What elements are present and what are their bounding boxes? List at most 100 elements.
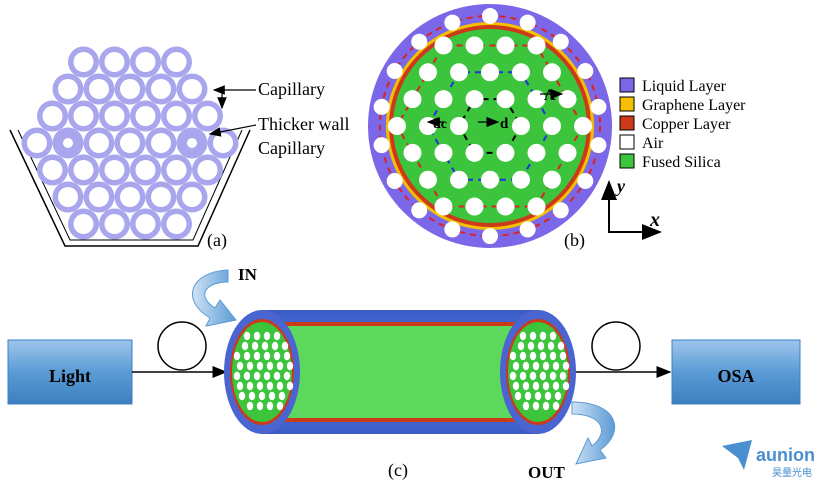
watermark-sub: 昊量光电 (772, 466, 812, 479)
air-hole (527, 36, 546, 55)
air-hole (403, 143, 422, 162)
capillary-bore (166, 214, 187, 234)
air-hole-outer (373, 98, 390, 115)
end-air-hole (529, 371, 537, 381)
capillary-bore (58, 79, 78, 99)
end-air-hole (276, 361, 284, 371)
d-label: d (500, 116, 509, 132)
end-air-hole (266, 401, 274, 411)
out-flow-arrow (571, 401, 616, 465)
end-air-hole (527, 341, 535, 351)
end-air-hole (236, 361, 244, 371)
light-label: Light (49, 366, 91, 386)
end-air-hole (256, 361, 264, 371)
end-air-hole (286, 381, 294, 391)
end-air-hole (283, 371, 291, 381)
end-air-hole (266, 381, 274, 391)
end-air-hole (273, 351, 281, 361)
capillary-bore (42, 160, 63, 180)
air-hole-outer (590, 137, 607, 154)
end-air-hole (253, 371, 261, 381)
legend-label-fused-silica: Fused Silica (642, 154, 721, 171)
air-hole (558, 143, 577, 162)
end-air-hole (529, 331, 537, 341)
end-air-hole (263, 331, 271, 341)
thicker-wall-label-line2: Capillary (258, 138, 325, 158)
air-hole-outer (411, 202, 428, 219)
end-air-hole (522, 381, 530, 391)
capillary-bore (73, 214, 94, 234)
legend-label-air: Air (642, 135, 664, 152)
end-air-hole (539, 371, 547, 381)
capillary-bore (166, 52, 187, 72)
end-air-hole (509, 351, 517, 361)
fiber-silica-core (262, 326, 538, 418)
end-air-hole (243, 331, 251, 341)
end-air-hole (261, 341, 269, 351)
end-air-hole (549, 331, 557, 341)
osa-box (671, 339, 801, 405)
air-hole (496, 90, 515, 109)
air-hole (465, 197, 484, 216)
legend-swatch-copper-layer (619, 115, 635, 131)
dc-label: dc (433, 117, 447, 132)
watermark-brand: aunion (756, 445, 815, 465)
end-air-hole (246, 361, 254, 371)
end-air-hole (283, 351, 291, 361)
capillary-label: Capillary (258, 79, 325, 99)
capillary-bore (197, 160, 218, 180)
capillary-bore (104, 214, 125, 234)
air-hole (465, 143, 484, 162)
end-air-hole (519, 371, 527, 381)
end-air-hole (266, 361, 274, 371)
end-air-hole (542, 401, 550, 411)
end-air-hole (554, 391, 562, 401)
in-label: IN (238, 265, 258, 284)
end-air-hole (514, 391, 522, 401)
air-hole-outer (552, 202, 569, 219)
legend-swatch-liquid-layer (619, 77, 635, 93)
capillary-bore (151, 133, 171, 153)
air-hole-outer (519, 221, 536, 238)
air-hole (496, 36, 515, 55)
capillary-bore (151, 187, 171, 207)
preform-holder (9, 129, 251, 247)
legend-swatch-air (619, 134, 635, 150)
aunion-logo-icon (722, 440, 752, 470)
end-air-hole (519, 351, 527, 361)
air-hole (512, 117, 530, 135)
end-air-hole (512, 381, 520, 391)
capillary-stack (21, 46, 239, 240)
capillary-bore (182, 79, 202, 99)
air-hole (465, 90, 484, 109)
air-hole (434, 90, 453, 109)
air-hole (388, 117, 406, 135)
air-hole (543, 170, 561, 189)
capillary-bore (120, 133, 140, 153)
air-hole (574, 117, 592, 135)
air-hole-outer (552, 33, 569, 50)
out-label: OUT (528, 463, 566, 482)
air-hole (527, 197, 546, 216)
end-air-hole (238, 391, 246, 401)
air-hole (450, 63, 468, 82)
air-hole (450, 117, 468, 135)
air-hole-outer (577, 173, 594, 190)
air-holes (373, 7, 607, 245)
thick-wall-pointer-arrow (208, 124, 257, 137)
panel-c: Light OSA IN OUT (c) (7, 265, 801, 482)
end-air-hole (253, 351, 261, 361)
capillary-bore (27, 133, 47, 153)
fiber-right-end-airholes (509, 331, 570, 411)
air-hole (527, 143, 546, 162)
end-air-hole (512, 361, 520, 371)
legend-swatch-fused-silica (619, 153, 635, 169)
end-air-hole (524, 391, 532, 401)
end-air-hole (547, 341, 555, 351)
end-air-hole (233, 371, 241, 381)
capillary-bore (104, 52, 125, 72)
end-air-hole (552, 401, 560, 411)
air-hole-outer (577, 62, 594, 79)
caption-b: (b) (564, 230, 585, 251)
end-air-hole (281, 341, 289, 351)
